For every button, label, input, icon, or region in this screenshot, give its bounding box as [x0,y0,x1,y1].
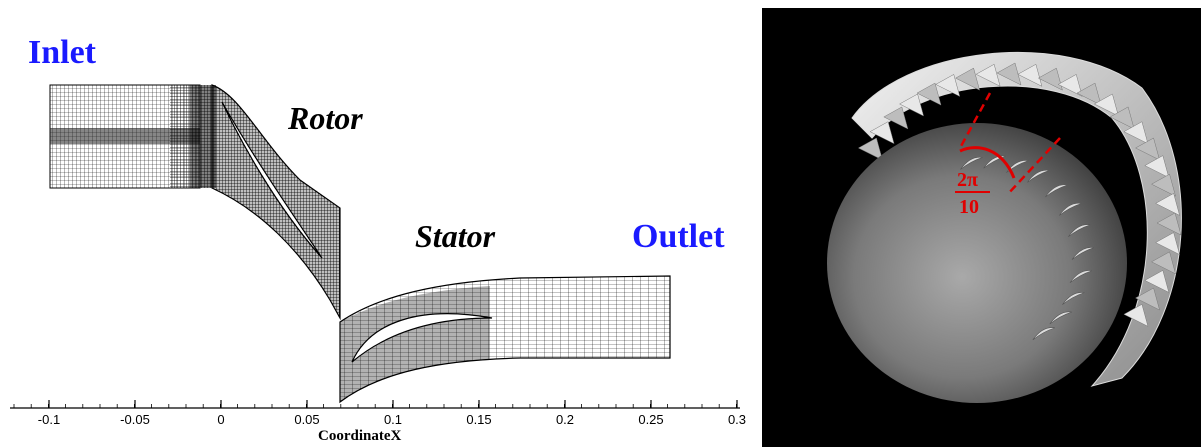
rotor-blade-3d [935,74,961,97]
axis-tick-label: 0.15 [466,412,491,427]
outlet-label: Outlet [632,218,725,255]
stator-blade-3d [983,155,1006,169]
rotor-blade-3d [1144,155,1170,179]
axis-tick-label: 0.25 [638,412,663,427]
rotor-blade-3d [1151,173,1176,197]
stator-blade-3d [1049,311,1072,325]
stator-blade-3d [1062,292,1085,305]
x-axis: -0.1 -0.05 0 0.05 0.1 0.15 0.2 0.25 0.3 [10,400,746,427]
rotor-blade-3d [1057,74,1083,97]
rotor-blade-3d [1093,93,1119,117]
axis-tick-label: 0.1 [384,412,402,427]
axis-tick-label: 0.2 [556,412,574,427]
rotor-blade-3d [1123,303,1149,327]
rotor-blade [221,101,323,259]
rotor-blade-3d [883,106,909,130]
turbine-3d-render: 2π 10 [762,8,1201,447]
stator-blade [351,313,493,363]
rotor-mesh-passage [211,84,341,321]
axis-tick-label: 0 [217,412,224,427]
stator-blade-3d [960,156,983,170]
rotor-blade-3d [916,82,942,106]
axis-title: CoordinateX [318,428,402,444]
rotor-blade-3d [1155,193,1181,216]
inlet-label: Inlet [28,34,96,71]
rotor-blade-3d [1155,232,1181,256]
rotor-blade-3d [857,137,883,161]
axis-tick-label: 0.3 [728,412,746,427]
mesh-diagram: -0.1 -0.05 0 0.05 0.1 0.15 0.2 0.25 0.3 [10,84,746,427]
rotor-blade-3d [975,63,1001,87]
angle-denominator: 10 [959,196,979,218]
rotor-blade-3d [899,93,924,117]
rotor-blade-3d [1135,137,1160,161]
rotor-blade-3d [1017,63,1043,87]
angle-annotation: 2π 10 [955,92,1061,218]
axis-tick-label: -0.05 [120,412,150,427]
rotor-label: Rotor [288,100,363,136]
stator-blade-3d [1068,224,1091,238]
rotor-blade-3d [1151,251,1176,275]
inlet-mesh-block [49,84,216,189]
stator-label: Stator [415,218,496,254]
rotor-blade-3d [1156,212,1182,236]
stator-blade-3d [1071,247,1095,260]
rotor-blade-3d [869,121,895,145]
axis-tick-label: 0.05 [294,412,319,427]
rotor-blade-3d [1076,82,1102,106]
stator-blade-3d [1059,202,1082,216]
rotor-blade-3d [1135,287,1160,311]
stator-mesh-passage [339,275,671,404]
rotor-blade-3d [1144,270,1170,293]
stator-blade-3d [1069,270,1093,283]
stator-blade-3d [1006,160,1029,173]
angle-numerator: 2π [957,169,978,191]
stator-blade-3d [1027,169,1050,183]
hub-drum [827,123,1127,403]
rotor-blade-3d [1123,121,1149,145]
stator-blade-3d [1045,184,1068,198]
stator-blade-3d [1032,327,1055,341]
axis-tick-label: -0.1 [38,412,60,427]
blade-ring [851,52,1182,387]
rotor-blade-3d [1109,106,1135,130]
rotor-blade-3d [1037,67,1063,91]
rotor-blade-3d [955,67,980,91]
